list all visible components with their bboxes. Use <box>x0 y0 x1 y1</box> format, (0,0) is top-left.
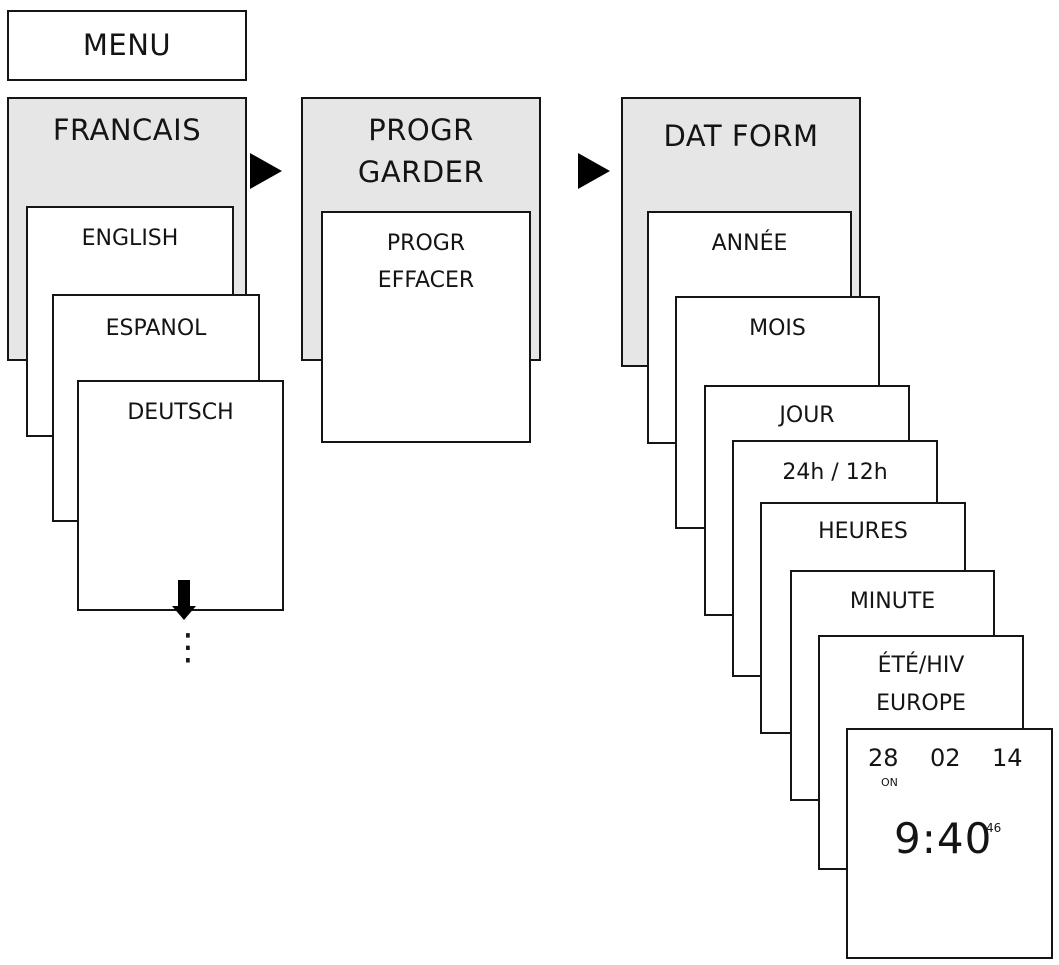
display-month: 02 <box>930 744 961 772</box>
progr-effacer-line1: PROGR <box>386 231 466 256</box>
espanol-label: ESPANOL <box>105 316 207 341</box>
menu-label: MENU <box>82 28 172 62</box>
ete-hiv-line2: EUROPE <box>876 691 966 716</box>
more-ellipsis-icon: ⋮ <box>170 627 206 668</box>
24h-12h-label: 24h / 12h <box>782 460 888 485</box>
next-arrow-icon <box>578 153 610 189</box>
next-arrow-icon <box>250 153 282 189</box>
display-on-indicator: ON <box>881 776 898 789</box>
mois-label: MOIS <box>749 316 806 341</box>
deutsch-label: DEUTSCH <box>127 400 234 425</box>
clock-display-card: 28 ON 02 14 9:40 46 <box>846 728 1053 959</box>
english-label: ENGLISH <box>81 226 179 251</box>
display-seconds: 46 <box>986 821 1002 835</box>
scroll-down-arrow-icon <box>172 580 196 620</box>
jour-label: JOUR <box>779 403 835 428</box>
display-year: 14 <box>992 744 1023 772</box>
progr-effacer-card: PROGR EFFACER <box>321 211 531 443</box>
progr-garder-line2: GARDER <box>357 155 485 189</box>
ete-hiv-line1: ÉTÉ/HIV <box>877 653 965 678</box>
deutsch-card: DEUTSCH <box>77 380 284 611</box>
annee-label: ANNÉE <box>711 231 788 256</box>
display-day: 28 <box>868 744 899 772</box>
dat-form-label: DAT FORM <box>663 119 819 153</box>
display-time: 9:40 <box>894 814 993 863</box>
heures-label: HEURES <box>818 519 908 544</box>
progr-effacer-line2: EFFACER <box>377 268 475 293</box>
minute-label: MINUTE <box>849 589 936 614</box>
francais-label: FRANCAIS <box>52 113 202 147</box>
menu-box: MENU <box>7 10 247 81</box>
progr-garder-line1: PROGR <box>368 113 474 147</box>
